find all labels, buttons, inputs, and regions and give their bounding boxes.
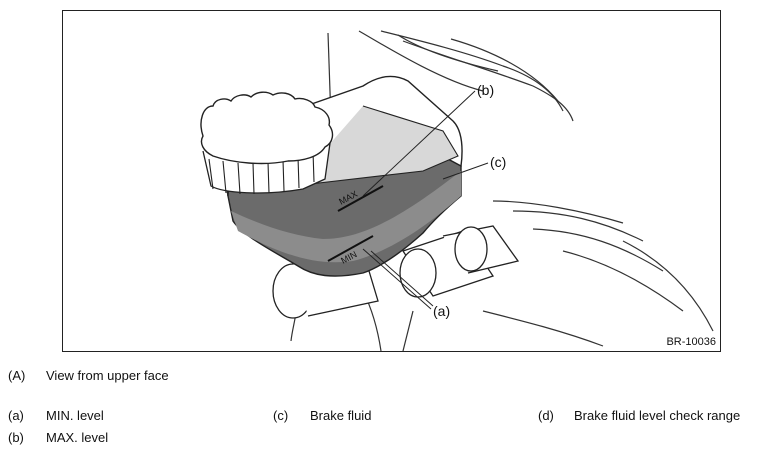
- callout-b: (b): [477, 82, 494, 98]
- legend-item-b: (b) MAX. level: [8, 430, 208, 446]
- legend-item-a: (a) MIN. level: [8, 408, 208, 424]
- legend-key: (d): [538, 408, 554, 423]
- figure-code: BR-10036: [666, 336, 716, 348]
- leader-c: [442, 162, 489, 180]
- legend-key: (c): [273, 408, 289, 423]
- legend-item-c: (c) Brake fluid: [273, 408, 473, 424]
- min-line: [327, 235, 374, 262]
- legend-key: (b): [8, 430, 24, 445]
- leader-a-1: [362, 248, 432, 310]
- fluid-highlight: [231, 171, 461, 263]
- leader-lines: [362, 90, 489, 310]
- leader-a-2: [370, 250, 434, 307]
- leader-b: [362, 90, 476, 197]
- legend-text: MIN. level: [46, 408, 104, 423]
- legend-text: MAX. level: [46, 430, 109, 445]
- brake-fluid-reservoir-drawing: MAX MIN (b) (c) (a): [200, 30, 714, 351]
- view-note-key: (A): [8, 368, 26, 383]
- callout-c: (c): [490, 154, 506, 170]
- legend-item-d: (d) Brake fluid level check range: [538, 408, 757, 424]
- reservoir-side-shade: [292, 105, 459, 187]
- reservoir-illustration: MAX MIN (b) (c) (a) BR-10036: [62, 10, 721, 352]
- view-note-text: View from upper face: [46, 368, 169, 383]
- legend-text: Brake fluid level check range: [574, 408, 741, 423]
- legend-text: Brake fluid: [310, 408, 372, 423]
- reservoir-cap: [200, 91, 334, 195]
- max-line: [337, 185, 384, 212]
- legend-key: (a): [8, 408, 24, 423]
- callout-a: (a): [433, 303, 450, 319]
- view-note: (A) View from upper face: [8, 368, 308, 384]
